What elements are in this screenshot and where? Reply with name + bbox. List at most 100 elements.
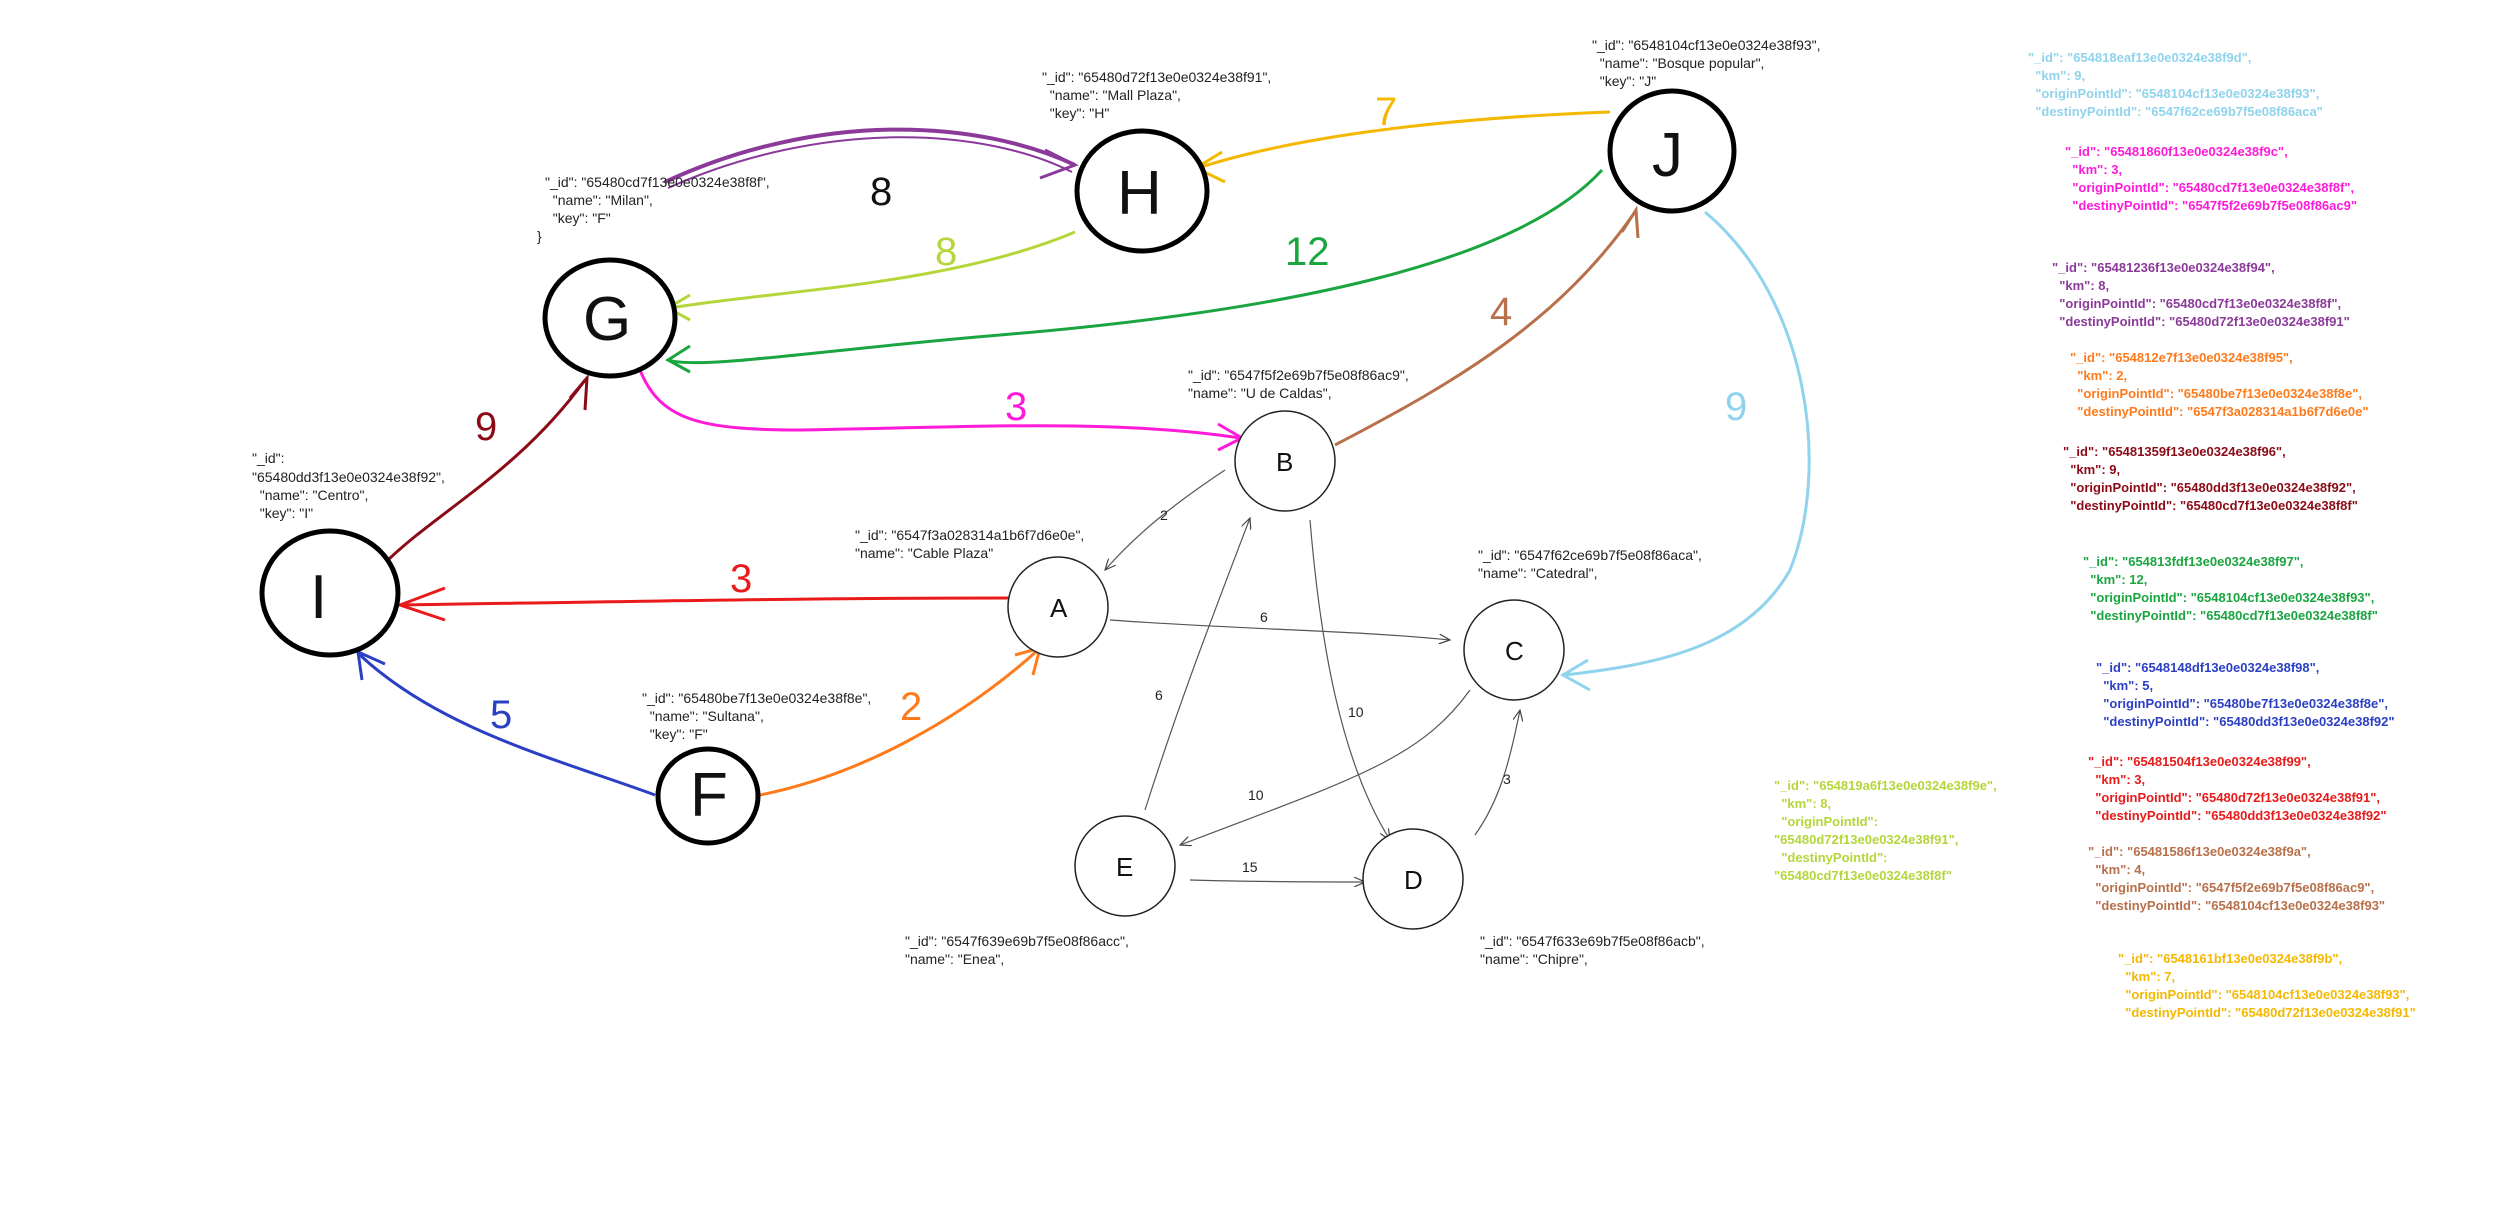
svg-text:"_id": "6547f3a028314a1b6f7d6e: "_id": "6547f3a028314a1b6f7d6e0e", bbox=[855, 527, 1084, 543]
edge-label-g-b: 3 bbox=[1005, 385, 1027, 429]
svg-text:"destinyPointId": "65480d72f13: "destinyPointId": "65480d72f13e0e0324e38… bbox=[2052, 314, 2350, 329]
svg-text:"destinyPointId": "6547f62ce69: "destinyPointId": "6547f62ce69b7f5e08f86… bbox=[2028, 104, 2323, 119]
svg-text:"key": "I": "key": "I" bbox=[252, 505, 313, 521]
svg-text:"destinyPointId": "6548104cf13: "destinyPointId": "6548104cf13e0e0324e38… bbox=[2088, 898, 2385, 913]
svg-text:"km": 2,: "km": 2, bbox=[2070, 368, 2127, 383]
svg-text:"destinyPointId": "6547f3a0283: "destinyPointId": "6547f3a028314a1b6f7d6… bbox=[2070, 404, 2369, 419]
svg-text:"key": "H": "key": "H" bbox=[1042, 105, 1109, 121]
svg-text:"name": "Catedral",: "name": "Catedral", bbox=[1478, 565, 1598, 581]
node-g[interactable]: G bbox=[542, 257, 678, 379]
svg-text:G: G bbox=[583, 285, 631, 354]
svg-text:"_id": "6547f633e69b7f5e08f86a: "_id": "6547f633e69b7f5e08f86acb", bbox=[1480, 933, 1705, 949]
note-h-g: "_id": "654819a6f13e0e0324e38f9e", "km":… bbox=[1774, 778, 1997, 883]
edge-b-d: 10 bbox=[1309, 519, 1390, 840]
svg-text:"destinyPointId":: "destinyPointId": bbox=[1774, 850, 1887, 865]
svg-text:"destinyPointId": "65480dd3f13: "destinyPointId": "65480dd3f13e0e0324e38… bbox=[2088, 808, 2387, 823]
node-i[interactable]: I bbox=[259, 528, 401, 658]
svg-text:J: J bbox=[1652, 121, 1683, 190]
svg-text:E: E bbox=[1116, 852, 1133, 882]
note-j-g: "_id": "654813fdf13e0e0324e38f97", "km":… bbox=[2083, 554, 2378, 623]
svg-text:10: 10 bbox=[1248, 787, 1264, 803]
svg-text:"destinyPointId": "6547f5f2e69: "destinyPointId": "6547f5f2e69b7f5e08f86… bbox=[2065, 198, 2357, 213]
svg-text:"_id": "6548161bf13e0e0324e38f: "_id": "6548161bf13e0e0324e38f9b", bbox=[2118, 951, 2342, 966]
svg-text:F: F bbox=[690, 761, 728, 830]
svg-text:"destinyPointId": "65480d72f13: "destinyPointId": "65480d72f13e0e0324e38… bbox=[2118, 1005, 2416, 1020]
svg-text:"name": "Chipre",: "name": "Chipre", bbox=[1480, 951, 1588, 967]
meta-c: "_id": "6547f62ce69b7f5e08f86aca", "name… bbox=[1478, 547, 1702, 581]
edge-label-i-g: 9 bbox=[475, 405, 497, 449]
edge-e-d: 15 bbox=[1189, 859, 1365, 882]
edge-label-j-h: 7 bbox=[1375, 90, 1397, 134]
svg-text:"originPointId": "65480cd7f13e: "originPointId": "65480cd7f13e0e0324e38f… bbox=[2052, 296, 2341, 311]
svg-text:C: C bbox=[1505, 636, 1524, 666]
edge-a-i: 3 bbox=[395, 557, 1011, 622]
svg-text:"originPointId": "65480be7f13e: "originPointId": "65480be7f13e0e0324e38f… bbox=[2070, 386, 2362, 401]
edge-j-g: 12 bbox=[665, 168, 1604, 374]
edge-a-c: 6 bbox=[1109, 609, 1450, 640]
svg-text:"km": 9,: "km": 9, bbox=[2028, 68, 2085, 83]
node-c[interactable]: C bbox=[1463, 599, 1565, 701]
edge-h-g: 8 bbox=[664, 230, 1076, 322]
meta-d: "_id": "6547f633e69b7f5e08f86acb", "name… bbox=[1480, 933, 1705, 967]
svg-text:"originPointId":: "originPointId": bbox=[1774, 814, 1878, 829]
edge-e-b: 6 bbox=[1144, 518, 1250, 811]
edge-label-a-i: 3 bbox=[730, 557, 752, 601]
svg-text:"key": "F": "key": "F" bbox=[545, 210, 611, 226]
edge-f-a: 2 bbox=[759, 645, 1043, 797]
svg-text:"_id": "65480d72f13e0e0324e38f: "_id": "65480d72f13e0e0324e38f91", bbox=[1042, 69, 1271, 85]
edge-label-h-g: 8 bbox=[935, 230, 957, 274]
edge-c-e: 10 bbox=[1180, 689, 1471, 845]
svg-text:"65480cd7f13e0e0324e38f8f": "65480cd7f13e0e0324e38f8f" bbox=[1774, 868, 1952, 883]
svg-text:"_id": "6547f62ce69b7f5e08f86a: "_id": "6547f62ce69b7f5e08f86aca", bbox=[1478, 547, 1702, 563]
note-i-g: "_id": "65481359f13e0e0324e38f96", "km":… bbox=[2063, 444, 2358, 513]
svg-text:"key": "F": "key": "F" bbox=[642, 726, 708, 742]
meta-e: "_id": "6547f639e69b7f5e08f86acc", "name… bbox=[905, 933, 1129, 967]
node-h[interactable]: H bbox=[1074, 128, 1210, 254]
edge-b-a: 2 bbox=[1105, 469, 1226, 570]
svg-text:"originPointId": "65480d72f13e: "originPointId": "65480d72f13e0e0324e38f… bbox=[2088, 790, 2380, 805]
svg-text:D: D bbox=[1404, 865, 1423, 895]
svg-text:2: 2 bbox=[1160, 507, 1168, 523]
svg-text:"_id":: "_id": bbox=[252, 450, 285, 466]
svg-text:"name": "Centro",: "name": "Centro", bbox=[252, 487, 368, 503]
svg-text:"km": 8,: "km": 8, bbox=[1774, 796, 1831, 811]
node-f[interactable]: F bbox=[655, 746, 761, 846]
node-e[interactable]: E bbox=[1074, 815, 1176, 917]
svg-text:"destinyPointId": "65480cd7f13: "destinyPointId": "65480cd7f13e0e0324e38… bbox=[2083, 608, 2378, 623]
note-g-h: "_id": "65481236f13e0e0324e38f94", "km":… bbox=[2052, 260, 2350, 329]
svg-text:"_id": "65481504f13e0e0324e38f: "_id": "65481504f13e0e0324e38f99", bbox=[2088, 754, 2311, 769]
svg-text:"originPointId": "6547f5f2e69b: "originPointId": "6547f5f2e69b7f5e08f86a… bbox=[2088, 880, 2374, 895]
svg-text:"_id": "6547f5f2e69b7f5e08f86a: "_id": "6547f5f2e69b7f5e08f86ac9", bbox=[1188, 367, 1409, 383]
meta-j: "_id": "6548104cf13e0e0324e38f93", "name… bbox=[1592, 37, 1821, 89]
edge-d-c: 3 bbox=[1474, 710, 1520, 836]
edge-label-f-i: 5 bbox=[490, 693, 512, 737]
svg-text:"km": 3,: "km": 3, bbox=[2088, 772, 2145, 787]
svg-text:"_id": "6548148df13e0e0324e38f: "_id": "6548148df13e0e0324e38f98", bbox=[2096, 660, 2319, 675]
svg-text:"originPointId": "6548104cf13e: "originPointId": "6548104cf13e0e0324e38f… bbox=[2118, 987, 2409, 1002]
node-b[interactable]: B bbox=[1234, 410, 1336, 512]
svg-text:"name": "Cable Plaza": "name": "Cable Plaza" bbox=[855, 545, 993, 561]
svg-text:"_id": "6547f639e69b7f5e08f86a: "_id": "6547f639e69b7f5e08f86acc", bbox=[905, 933, 1129, 949]
meta-b: "_id": "6547f5f2e69b7f5e08f86ac9", "name… bbox=[1188, 367, 1409, 401]
note-h-i: "_id": "65481504f13e0e0324e38f99", "km":… bbox=[2088, 754, 2387, 823]
svg-text:"_id": "654813fdf13e0e0324e38f: "_id": "654813fdf13e0e0324e38f97", bbox=[2083, 554, 2304, 569]
node-d[interactable]: D bbox=[1362, 828, 1464, 930]
note-j-c: "_id": "654818eaf13e0e0324e38f9d", "km":… bbox=[2028, 50, 2323, 119]
svg-text:A: A bbox=[1050, 593, 1068, 623]
svg-text:"km": 7,: "km": 7, bbox=[2118, 969, 2175, 984]
meta-i: "_id": "65480dd3f13e0e0324e38f92", "name… bbox=[252, 450, 445, 521]
node-j[interactable]: J bbox=[1607, 88, 1737, 214]
svg-text:"km": 4,: "km": 4, bbox=[2088, 862, 2145, 877]
svg-text:"name": "Milan",: "name": "Milan", bbox=[545, 192, 653, 208]
edge-label-b-j: 4 bbox=[1490, 290, 1512, 334]
svg-text:"key": "J": "key": "J" bbox=[1592, 73, 1656, 89]
node-a[interactable]: A bbox=[1007, 556, 1109, 658]
edge-label-j-c: 9 bbox=[1725, 385, 1747, 429]
meta-g: "_id": "65480cd7f13e0e0324e38f8f", "name… bbox=[537, 174, 770, 244]
note-j-h: "_id": "6548161bf13e0e0324e38f9b", "km":… bbox=[2118, 951, 2416, 1020]
meta-f: "_id": "65480be7f13e0e0324e38f8e", "name… bbox=[642, 690, 871, 742]
svg-text:"_id": "6548104cf13e0e0324e38f: "_id": "6548104cf13e0e0324e38f93", bbox=[1592, 37, 1821, 53]
edge-j-c: 9 bbox=[1560, 210, 1811, 692]
note-f-a: "_id": "654812e7f13e0e0324e38f95", "km":… bbox=[2070, 350, 2369, 419]
svg-text:"name": "Bosque popular",: "name": "Bosque popular", bbox=[1592, 55, 1764, 71]
